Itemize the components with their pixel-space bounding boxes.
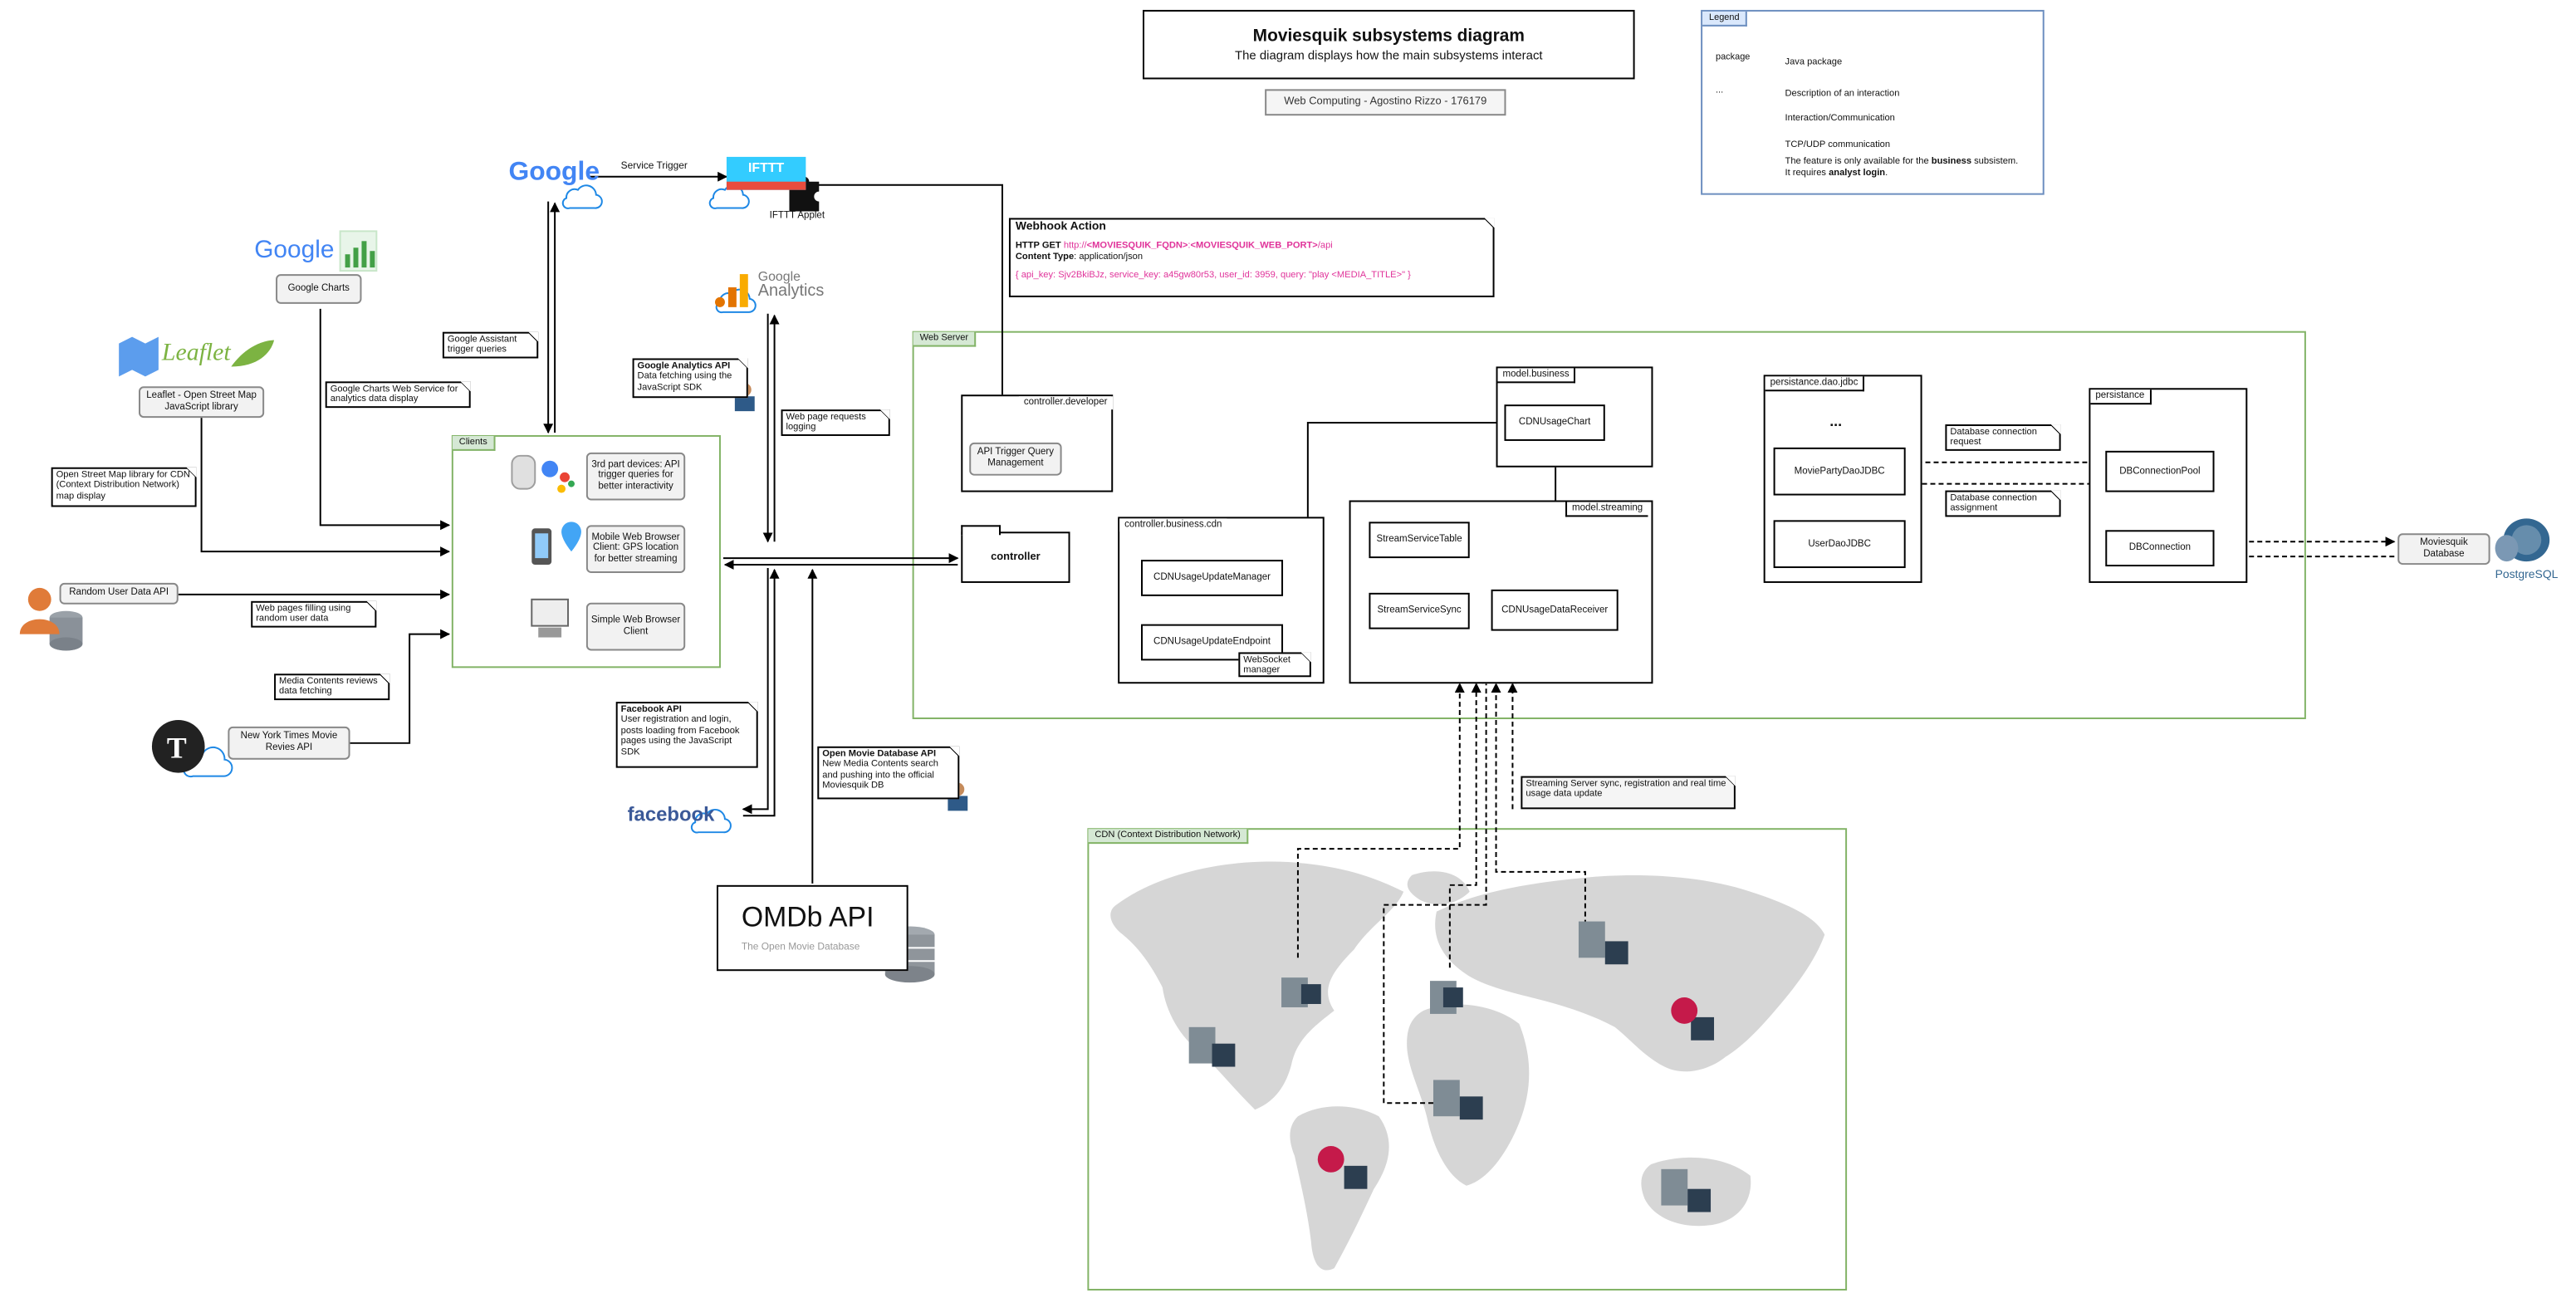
- page-title: Moviesquik subsystems diagram: [1252, 26, 1525, 47]
- client-simple: Simple Web Browser Client: [585, 602, 686, 651]
- random-user-box: Random User Data API: [59, 582, 179, 605]
- legend-interaction-desc-glyph: ...: [1716, 86, 1724, 96]
- google-charts-box: Google Charts: [276, 274, 362, 304]
- legend-business-note: The feature is only available for the bu…: [1785, 156, 2019, 178]
- nyt-logo-icon: [151, 719, 205, 773]
- moviesquik-db-box: Moviesquik Database: [2397, 533, 2490, 566]
- cdn-usage-chart: CDNUsageChart: [1504, 404, 1605, 441]
- postgres-logo: PostgreSQL: [2495, 570, 2559, 581]
- service-trigger-label: Service Trigger: [620, 161, 688, 172]
- cdn-usage-receiver: CDNUsageDataReceiver: [1491, 589, 1619, 631]
- database-icon: [49, 610, 83, 651]
- note-webhook: Webhook Action HTTP GET http://<MOVIESQU…: [1008, 218, 1495, 297]
- google-logo: Google: [508, 159, 600, 189]
- legend-package-glyph: package: [1716, 52, 1751, 63]
- note-media-reviews: Media Contents reviews data fetching: [274, 673, 390, 701]
- stream-service-sync: StreamServiceSync: [1369, 592, 1470, 629]
- postgresql-elephant-icon: [2495, 518, 2550, 562]
- title-box: Moviesquik subsystems diagram The diagra…: [1143, 9, 1635, 80]
- google-logo-text: Google: [508, 158, 600, 187]
- user-dao: UserDaoJDBC: [1773, 520, 1906, 569]
- omdb-title: OMDb API: [741, 901, 874, 933]
- ifttt-logo: IFTTT: [726, 156, 806, 190]
- mobile-icon: [531, 528, 552, 566]
- dao-ellipsis: ...: [1829, 413, 1843, 429]
- cdn-update-manager: CDNUsageUpdateManager: [1141, 560, 1284, 596]
- nyt-box: New York Times Movie Revies API: [228, 726, 350, 760]
- legend-interaction-desc: Description of an interaction: [1785, 89, 1900, 100]
- pkg-controller: [961, 531, 1070, 583]
- google-analytics-icon: [715, 274, 748, 307]
- ifttt-applet-label: IFTTT Applet: [769, 211, 825, 222]
- world-map: [1110, 861, 1825, 1271]
- note-google-assistant: Google Assistant trigger queries: [442, 331, 539, 359]
- client-mobile: Mobile Web Browser Client: GPS location …: [585, 525, 686, 573]
- omdb-logo: OMDb API The Open Movie Database: [716, 884, 908, 972]
- cdn-region-label: CDN (Context Distribution Network): [1088, 829, 1249, 845]
- legend: Legend package Java package ... Descript…: [1701, 9, 2045, 195]
- leaflet-leaf-icon: [231, 340, 275, 367]
- cdn-server-node: [1188, 921, 1715, 1212]
- clients-region-label: Clients: [452, 435, 496, 451]
- note-google-charts-ws: Google Charts Web Service for analytics …: [325, 381, 471, 409]
- legend-java-package: Java package: [1785, 57, 1843, 68]
- controller-label: controller: [991, 551, 1041, 564]
- location-pin-icon: [561, 522, 581, 552]
- note-db-conn-request: Database connection request: [1945, 424, 2061, 451]
- facebook-logo: facebook: [627, 802, 715, 826]
- client-3rd-party: 3rd part devices: API trigger queries fo…: [585, 452, 686, 501]
- note-streaming-sync: Streaming Server sync, registration and …: [1521, 776, 1736, 810]
- user-icon: [19, 587, 60, 634]
- web-server-region-label: Web Server: [913, 331, 977, 347]
- desktop-icon: [531, 598, 570, 638]
- stream-service-table: StreamServiceTable: [1369, 522, 1470, 559]
- api-trigger-box: API Trigger Query Management: [969, 442, 1062, 476]
- legend-label: Legend: [1702, 11, 1748, 27]
- legend-interaction: Interaction/Communication: [1785, 114, 1895, 125]
- note-web-pages: Web pages filling using random user data: [251, 600, 377, 628]
- leaflet-box: Leaflet - Open Street Map JavaScript lib…: [139, 386, 265, 419]
- note-web-page-requests: Web page requests logging: [781, 409, 890, 436]
- google-charts-logo: Google: [254, 236, 335, 265]
- movie-party-dao: MoviePartyDaoJDBC: [1773, 447, 1906, 496]
- legend-tcp: TCP/UDP communication: [1785, 140, 1891, 150]
- note-osm: Open Street Map library for CDN (Context…: [51, 467, 197, 507]
- google-charts-icon: [339, 230, 378, 272]
- omdb-database-icon: [884, 926, 935, 983]
- author-label: Web Computing - Agostino Rizzo - 176179: [1265, 89, 1506, 116]
- smart-speaker-icon: [511, 454, 536, 490]
- google-analytics-logo: Google Analytics: [757, 269, 825, 301]
- omdb-subtitle: The Open Movie Database: [741, 943, 860, 953]
- note-db-conn-assign: Database connection assignment: [1945, 490, 2061, 517]
- leaflet-logo: Leaflet: [161, 340, 231, 367]
- page-subtitle: The diagram displays how the main subsys…: [1235, 47, 1543, 63]
- nyt-logo-letter: T: [167, 732, 187, 765]
- google-assistant-icon: [541, 460, 575, 493]
- db-connection-pool: DBConnectionPool: [2105, 450, 2215, 492]
- map-icon: [119, 336, 159, 377]
- raspberry-icon: [1317, 997, 1698, 1173]
- db-connection: DBConnection: [2105, 530, 2215, 567]
- websocket-manager-note: WebSocket manager: [1238, 652, 1311, 678]
